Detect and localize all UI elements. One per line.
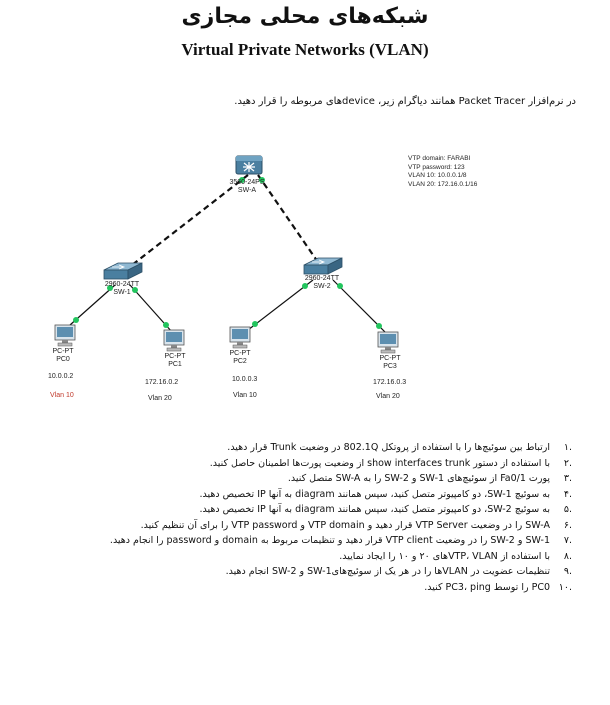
port-dot — [163, 322, 169, 328]
page-title-persian: شبکه‌های محلی مجازی — [181, 4, 429, 29]
step-text: SW-A را در وضعیت VTP Server قرار دهید و … — [140, 519, 550, 531]
port-dot — [73, 317, 79, 323]
network-diagram: 3560-24PS SW-A 2960-24TT SW-1 2960-24TT … — [0, 120, 610, 420]
step-number: .۷ — [563, 535, 572, 546]
pc0-vlan: Vlan 10 — [50, 392, 74, 399]
step-number: .۳ — [563, 473, 572, 484]
step-text: به سوئیچ SW-2، دو کامپیوتر متصل کنید، سپ… — [199, 504, 551, 515]
port-dot — [132, 287, 138, 293]
pc-type: PC-PT — [52, 348, 74, 355]
list-item: .۸ با استفاده از VTP، VLANهای ۲۰ و ۱۰ را … — [12, 549, 572, 565]
access-link-sw2-pc3 — [332, 279, 386, 333]
pc3-vlan: Vlan 20 — [376, 393, 400, 400]
pc1-label: PC-PT PC1 — [165, 353, 186, 369]
port-dot — [302, 283, 308, 289]
vtp-config-note: VTP domain: FARABI VTP password: 123 VLA… — [408, 155, 477, 189]
intro-paragraph: در نرم‌افزار Packet Tracer همانند دیاگرا… — [234, 96, 576, 107]
list-item: .۳ پورت Fa0/1 از سوئیچ‌های SW-1 و SW-2 را… — [12, 471, 572, 487]
page-title-english: Virtual Private Networks (VLAN) — [181, 40, 429, 59]
port-dot — [107, 285, 113, 291]
step-text: PC0 را توسط PC3، ping کنید. — [424, 581, 550, 593]
switch-a-label: 3560-24PS SW-A — [229, 179, 264, 195]
step-text: ارتباط بین سوئیچ‌ها را با استفاده از پرو… — [227, 442, 550, 453]
pc-icon — [377, 331, 399, 354]
switch-1-label: 2960-24TT SW-1 — [105, 281, 139, 297]
list-item: .۶ SW-A را در وضعیت VTP Server قرار دهید … — [12, 518, 572, 534]
access-link-sw2-pc2 — [247, 279, 314, 331]
step-number: .۲ — [563, 457, 572, 469]
step-text: پورت Fa0/1 از سوئیچ‌های SW-1 و SW-2 را ب… — [287, 473, 550, 484]
step-number: .۹ — [563, 566, 572, 577]
pc-name: PC3 — [383, 363, 397, 370]
list-item: .۹ تنظیمات عضویت در VLANها را در هر یک از… — [12, 564, 572, 580]
pc-icon — [163, 329, 185, 352]
list-item: .۴ به سوئیچ SW-1، دو کامپیوتر متصل کنید، … — [12, 487, 573, 503]
switch-name: SW-A — [237, 187, 257, 194]
vlan10-text: VLAN 10: 10.0.0.1/8 — [408, 172, 467, 179]
switch-name: SW-2 — [313, 283, 331, 290]
pc-name: PC0 — [56, 356, 70, 363]
step-text: با استفاده از دستور show interfaces trun… — [209, 457, 550, 469]
step-number: .۸ — [563, 550, 572, 562]
switch-2-label: 2960-24TT SW-2 — [305, 275, 339, 291]
switch-name: SW-1 — [113, 289, 131, 296]
pc2-label: PC-PT PC2 — [230, 350, 251, 366]
pc2-ip: 10.0.0.3 — [232, 376, 258, 383]
list-item: .۱۰ PC0 را توسط PC3، ping کنید. — [12, 580, 572, 596]
step-number: .۶ — [563, 519, 572, 531]
pc-name: PC1 — [168, 361, 182, 368]
port-dot — [376, 323, 382, 329]
pc-icon — [54, 324, 76, 347]
pc3-label: PC-PT PC3 — [380, 355, 401, 371]
switch-icon — [303, 257, 343, 275]
network-diagram-canvas — [54, 155, 399, 354]
pc-type: PC-PT — [229, 350, 251, 357]
vtp-password-text: VTP password: 123 — [408, 163, 465, 171]
pc-name: PC2 — [233, 358, 247, 365]
step-number: .۵ — [563, 504, 572, 515]
pc3-ip: 172.16.0.3 — [373, 379, 407, 386]
port-dot — [337, 283, 343, 289]
list-item: .۵ به سوئیچ SW-2، دو کامپیوتر متصل کنید، … — [12, 502, 573, 518]
pc1-vlan: Vlan 20 — [148, 395, 172, 402]
pc2-vlan: Vlan 10 — [233, 392, 257, 399]
step-text: SW-1 و SW-2 را در وضعیت VTP client قرار … — [109, 535, 550, 546]
step-text: به سوئیچ SW-1، دو کامپیوتر متصل کنید، سپ… — [199, 488, 551, 500]
port-dot — [259, 177, 265, 183]
step-number: .۴ — [563, 488, 572, 500]
pc0-label: PC-PT PC0 — [53, 348, 74, 364]
trunk-link-swa-sw1 — [122, 174, 249, 273]
step-number: .۱ — [563, 442, 572, 453]
pc1-ip: 172.16.0.2 — [145, 379, 179, 386]
step-number: .۱۰ — [558, 581, 572, 593]
switch-model: 2960-24TT — [304, 275, 340, 282]
pc0-ip: 10.0.0.2 — [48, 373, 74, 380]
step-text: با استفاده از VTP، VLANهای ۲۰ و ۱۰ را ای… — [339, 550, 550, 562]
switch-icon — [103, 262, 143, 280]
list-item: .۱ ارتباط بین سوئیچ‌ها را با استفاده از پ… — [12, 440, 572, 456]
pc-type: PC-PT — [164, 353, 186, 360]
vlan20-text: VLAN 20: 172.16.0.1/16 — [408, 180, 478, 188]
task-steps-list: .۱ ارتباط بین سوئیچ‌ها را با استفاده از پ… — [12, 440, 572, 595]
switch-model: 3560-24PS — [229, 179, 265, 186]
multilayer-switch-icon — [235, 155, 263, 175]
pc-icon — [229, 326, 251, 349]
vtp-domain-text: VTP domain: FARABI — [408, 155, 471, 162]
port-dot — [252, 321, 258, 327]
step-text: تنظیمات عضویت در VLANها را در هر یک از س… — [225, 566, 550, 577]
port-indicators — [73, 177, 382, 329]
switch-model: 2960-24TT — [104, 281, 140, 288]
trunk-link-swa-sw2 — [257, 174, 323, 269]
list-item: .۷ SW-1 و SW-2 را در وضعیت VTP client قرا… — [12, 533, 572, 549]
list-item: .۲ با استفاده از دستور show interfaces tr… — [12, 456, 572, 472]
port-dot — [239, 177, 245, 183]
pc-type: PC-PT — [379, 355, 401, 362]
